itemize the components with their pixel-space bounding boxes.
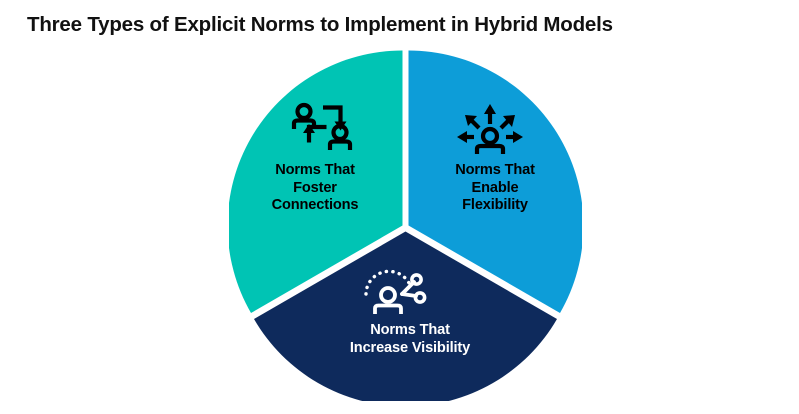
pie-chart: Norms That Foster Connections Norms That… <box>229 50 582 401</box>
arrow-head-down-icon <box>334 121 347 131</box>
people-exchange-arrows-icon <box>291 102 353 150</box>
slice-label-visibility: Norms That Increase Visibility <box>349 322 471 356</box>
arrow-head-up-icon <box>303 124 315 133</box>
pie-slice-visibility[interactable] <box>254 231 557 402</box>
slice-label-flexibility: Norms That Enable Flexibility <box>455 162 535 213</box>
pie-chart-slices <box>229 50 582 401</box>
person-radiating-arrows-icon <box>457 104 523 154</box>
pie-slice-foster[interactable] <box>229 50 403 314</box>
slice-label-foster: Norms That Foster Connections <box>271 162 359 213</box>
pie-slice-flexibility[interactable] <box>408 50 583 314</box>
page-title: Three Types of Explicit Norms to Impleme… <box>27 13 613 36</box>
person-network-visibility-icon <box>364 269 427 314</box>
